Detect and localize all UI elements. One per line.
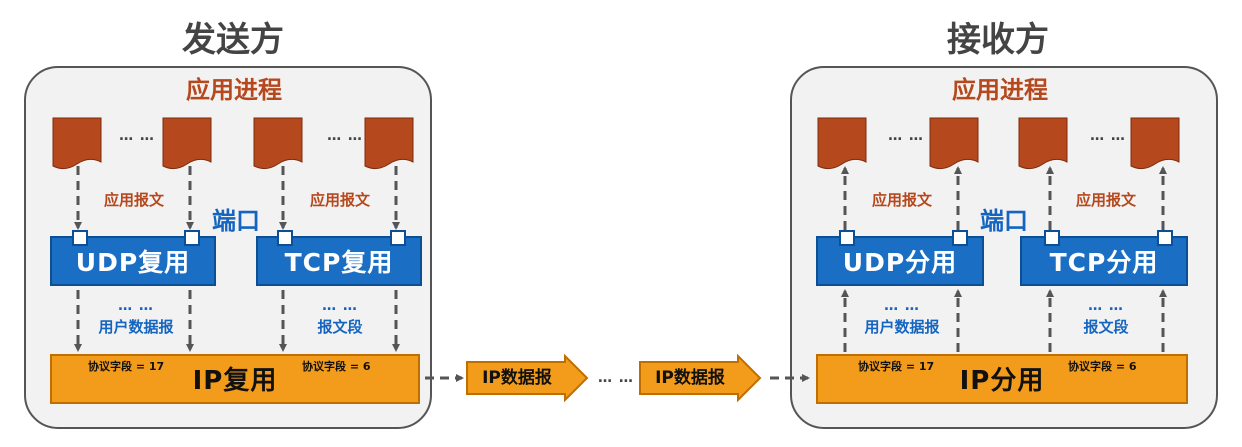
receiver-udp-message-label: 应用报文 — [871, 191, 932, 209]
receiver-title: 接收方 — [947, 20, 1049, 60]
receiver-udp-datagram-label: 用户数据报 — [864, 318, 940, 336]
receiver-tcp-message-label: 应用报文 — [1075, 191, 1136, 209]
receiver-protocol-udp: 协议字段 = 17 — [858, 360, 935, 373]
sender-ip-label: IP复用 — [192, 366, 278, 396]
receiver-ip-demux-box — [816, 354, 1188, 404]
sender-protocol-tcp: 协议字段 = 6 — [302, 360, 371, 373]
receiver-process-doc-icon — [1018, 117, 1068, 170]
receiver-process-title: 应用进程 — [952, 76, 1048, 104]
sender-udp-message-label: 应用报文 — [103, 191, 164, 209]
sender-tcp-message-label: 应用报文 — [309, 191, 370, 209]
receiver-port-square — [1157, 230, 1173, 246]
ip-datagram-arrow-1 — [466, 353, 589, 403]
sender-title: 发送方 — [182, 20, 284, 60]
sender-process-doc-icon — [364, 117, 414, 170]
sender-process-doc-icon — [162, 117, 212, 170]
sender-port-square — [72, 230, 88, 246]
sender-process-doc-icon — [52, 117, 102, 170]
sender-ip-mux-box — [50, 354, 420, 404]
ip-datagram-label-2: IP数据报 — [655, 368, 725, 388]
receiver-ip-label: IP分用 — [959, 366, 1045, 396]
sender-port-square — [390, 230, 406, 246]
sender-udp-datagram-label: 用户数据报 — [98, 318, 174, 336]
receiver-tcp-process-dots: … … — [1090, 128, 1126, 144]
receiver-port-square — [839, 230, 855, 246]
sender-process-doc-icon — [253, 117, 303, 170]
sender-port-square — [184, 230, 200, 246]
receiver-process-doc-icon — [817, 117, 867, 170]
network-dots: … … — [598, 370, 634, 386]
sender-process-title: 应用进程 — [186, 76, 282, 104]
sender-tcp-mid-dots: … … — [322, 298, 358, 314]
receiver-port-square — [952, 230, 968, 246]
receiver-udp-process-dots: … … — [888, 128, 924, 144]
receiver-tcp-mid-dots: … … — [1088, 298, 1124, 314]
ip-datagram-arrow-2 — [639, 353, 762, 403]
receiver-process-doc-icon — [929, 117, 979, 170]
sender-udp-mid-dots: … … — [118, 298, 154, 314]
receiver-tcp-segment-label: 报文段 — [1083, 318, 1129, 336]
ip-datagram-label-1: IP数据报 — [482, 368, 552, 388]
sender-port-label: 端口 — [212, 207, 260, 235]
sender-tcp-mux-box: TCP复用 — [256, 236, 422, 286]
sender-tcp-process-dots: … … — [327, 128, 363, 144]
sender-udp-process-dots: … … — [119, 128, 155, 144]
sender-tcp-segment-label: 报文段 — [317, 318, 363, 336]
receiver-protocol-tcp: 协议字段 = 6 — [1068, 360, 1137, 373]
receiver-port-square — [1044, 230, 1060, 246]
sender-port-square — [277, 230, 293, 246]
sender-protocol-udp: 协议字段 = 17 — [88, 360, 165, 373]
receiver-process-doc-icon — [1130, 117, 1180, 170]
receiver-udp-mid-dots: … … — [884, 298, 920, 314]
receiver-port-label: 端口 — [980, 207, 1028, 235]
